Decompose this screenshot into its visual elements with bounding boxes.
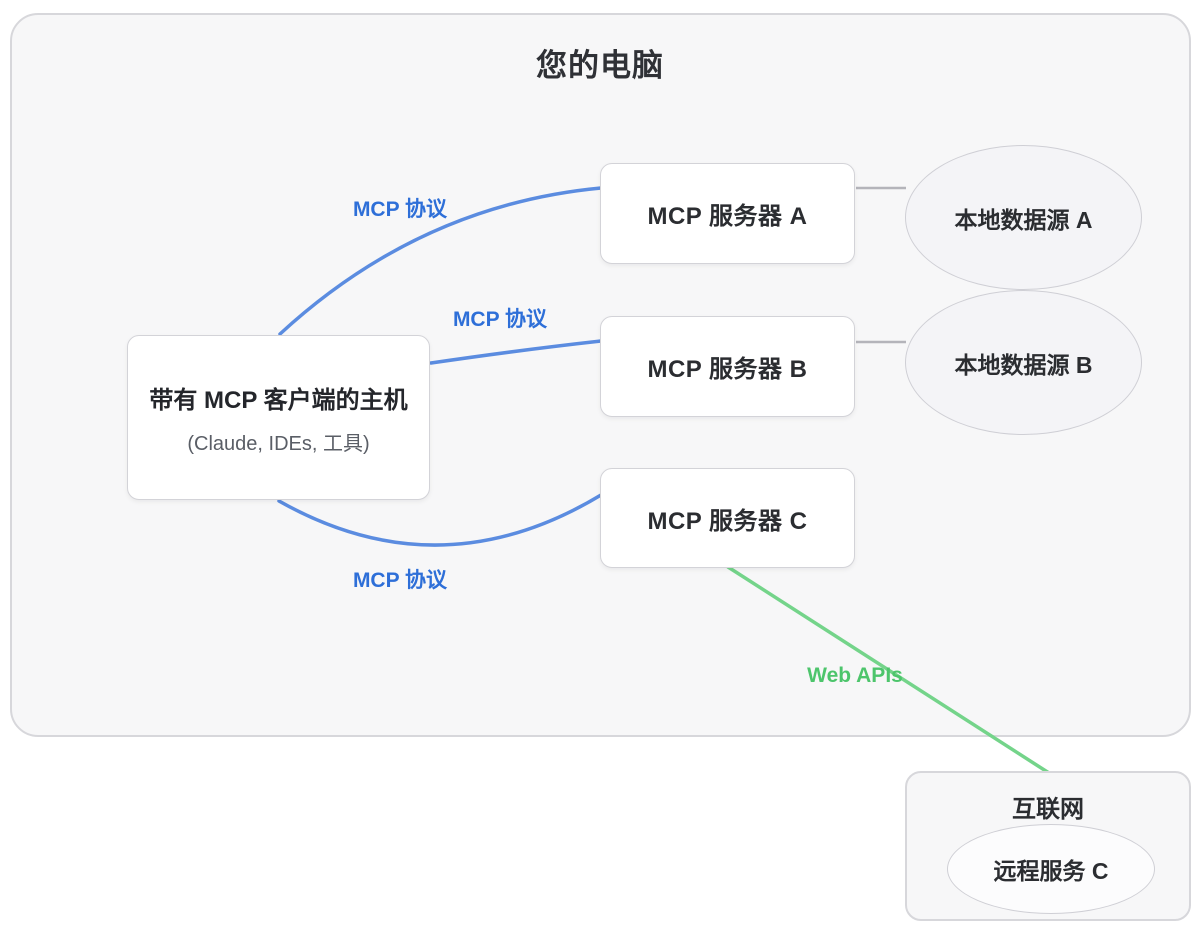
internet-title: 互联网 bbox=[1012, 796, 1084, 823]
edge-label-mcp-protocol-c: MCP 协议 bbox=[352, 569, 448, 592]
mcp-server-b-label: MCP 服务器 B bbox=[647, 356, 808, 383]
mcp-server-a-node: MCP 服务器 A bbox=[600, 163, 855, 264]
mcp-server-a-label: MCP 服务器 A bbox=[647, 203, 808, 230]
remote-service-label: 远程服务 C bbox=[993, 858, 1109, 884]
local-datasource-b-label: 本地数据源 B bbox=[954, 351, 1093, 378]
local-datasource-b-node: 本地数据源 B bbox=[905, 290, 1142, 435]
host-node: 带有 MCP 客户端的主机 (Claude, IDEs, 工具) bbox=[127, 335, 430, 500]
edge-label-mcp-protocol-a: MCP 协议 bbox=[352, 198, 448, 221]
edge-label-web-apis: Web APIs bbox=[807, 664, 903, 687]
host-subtitle: (Claude, IDEs, 工具) bbox=[187, 432, 370, 455]
local-datasource-a-node: 本地数据源 A bbox=[905, 145, 1142, 290]
mcp-server-c-label: MCP 服务器 C bbox=[647, 507, 808, 535]
remote-service-node: 远程服务 C bbox=[947, 824, 1155, 914]
local-datasource-a-label: 本地数据源 A bbox=[954, 206, 1093, 233]
internet-container: 互联网 远程服务 C bbox=[905, 771, 1191, 921]
mcp-server-c-node: MCP 服务器 C bbox=[600, 468, 855, 568]
mcp-server-b-node: MCP 服务器 B bbox=[600, 316, 855, 417]
host-title: 带有 MCP 客户端的主机 bbox=[149, 386, 408, 414]
computer-title: 您的电脑 bbox=[536, 48, 664, 83]
edge-label-mcp-protocol-b: MCP 协议 bbox=[452, 308, 548, 331]
